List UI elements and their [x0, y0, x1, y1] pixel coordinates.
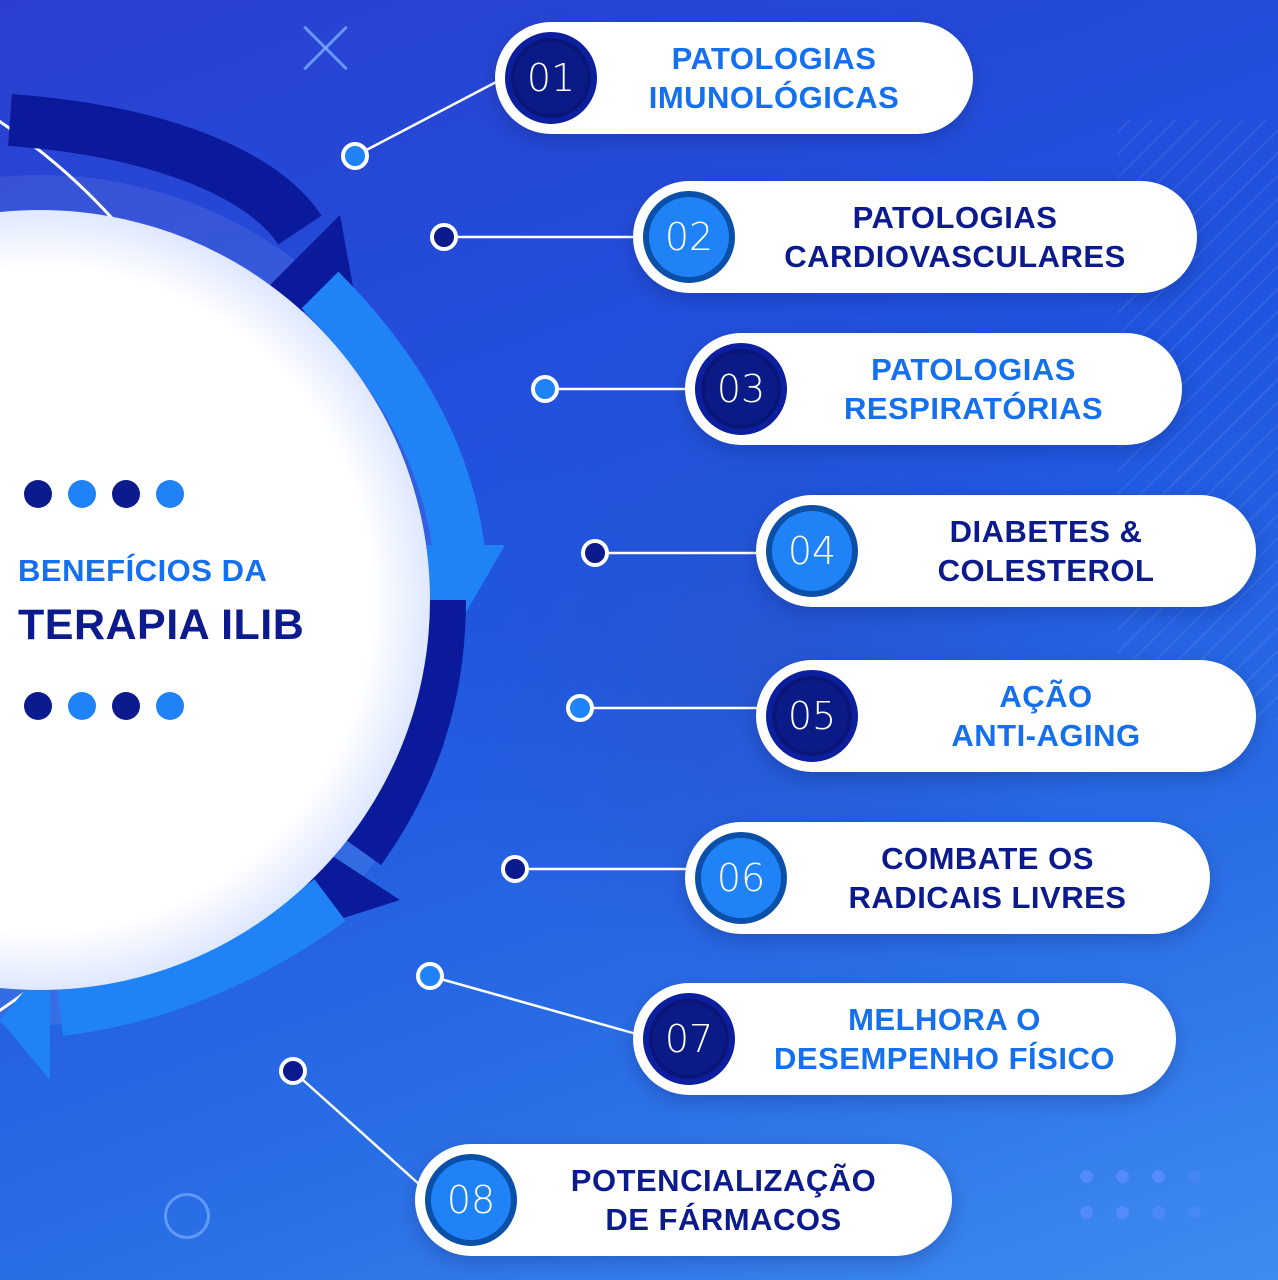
center-white-circle [0, 210, 430, 990]
arc-nodes [279, 142, 609, 1085]
node-05 [566, 694, 594, 722]
node-06 [501, 855, 529, 883]
benefit-card-04: 04 DIABETES &COLESTEROL [756, 495, 1256, 607]
number-badge: 01 [505, 32, 597, 124]
title-line-1: BENEFÍCIOS DA [18, 553, 268, 588]
node-02 [430, 223, 458, 251]
ring-icon [164, 1193, 210, 1239]
title-line-2: TERAPIA ILIB [18, 601, 305, 649]
node-01 [341, 142, 369, 170]
node-08 [279, 1057, 307, 1085]
number-badge: 07 [643, 993, 735, 1085]
decorative-dots-top [24, 480, 184, 508]
number-badge: 08 [425, 1154, 517, 1246]
number-badge: 03 [695, 343, 787, 435]
dot-grid-icon [1078, 1168, 1201, 1228]
node-03 [531, 375, 559, 403]
number-badge: 06 [695, 832, 787, 924]
node-04 [581, 539, 609, 567]
number-badge: 05 [766, 670, 858, 762]
node-07 [416, 962, 444, 990]
connector-lines [292, 78, 760, 1186]
benefit-label: DIABETES &COLESTEROL [937, 514, 1155, 588]
decorative-dots-bottom [24, 692, 184, 720]
number-badge: 04 [766, 505, 858, 597]
number-badge: 02 [643, 191, 735, 283]
clockwise-arrows-icon [0, 94, 505, 1080]
